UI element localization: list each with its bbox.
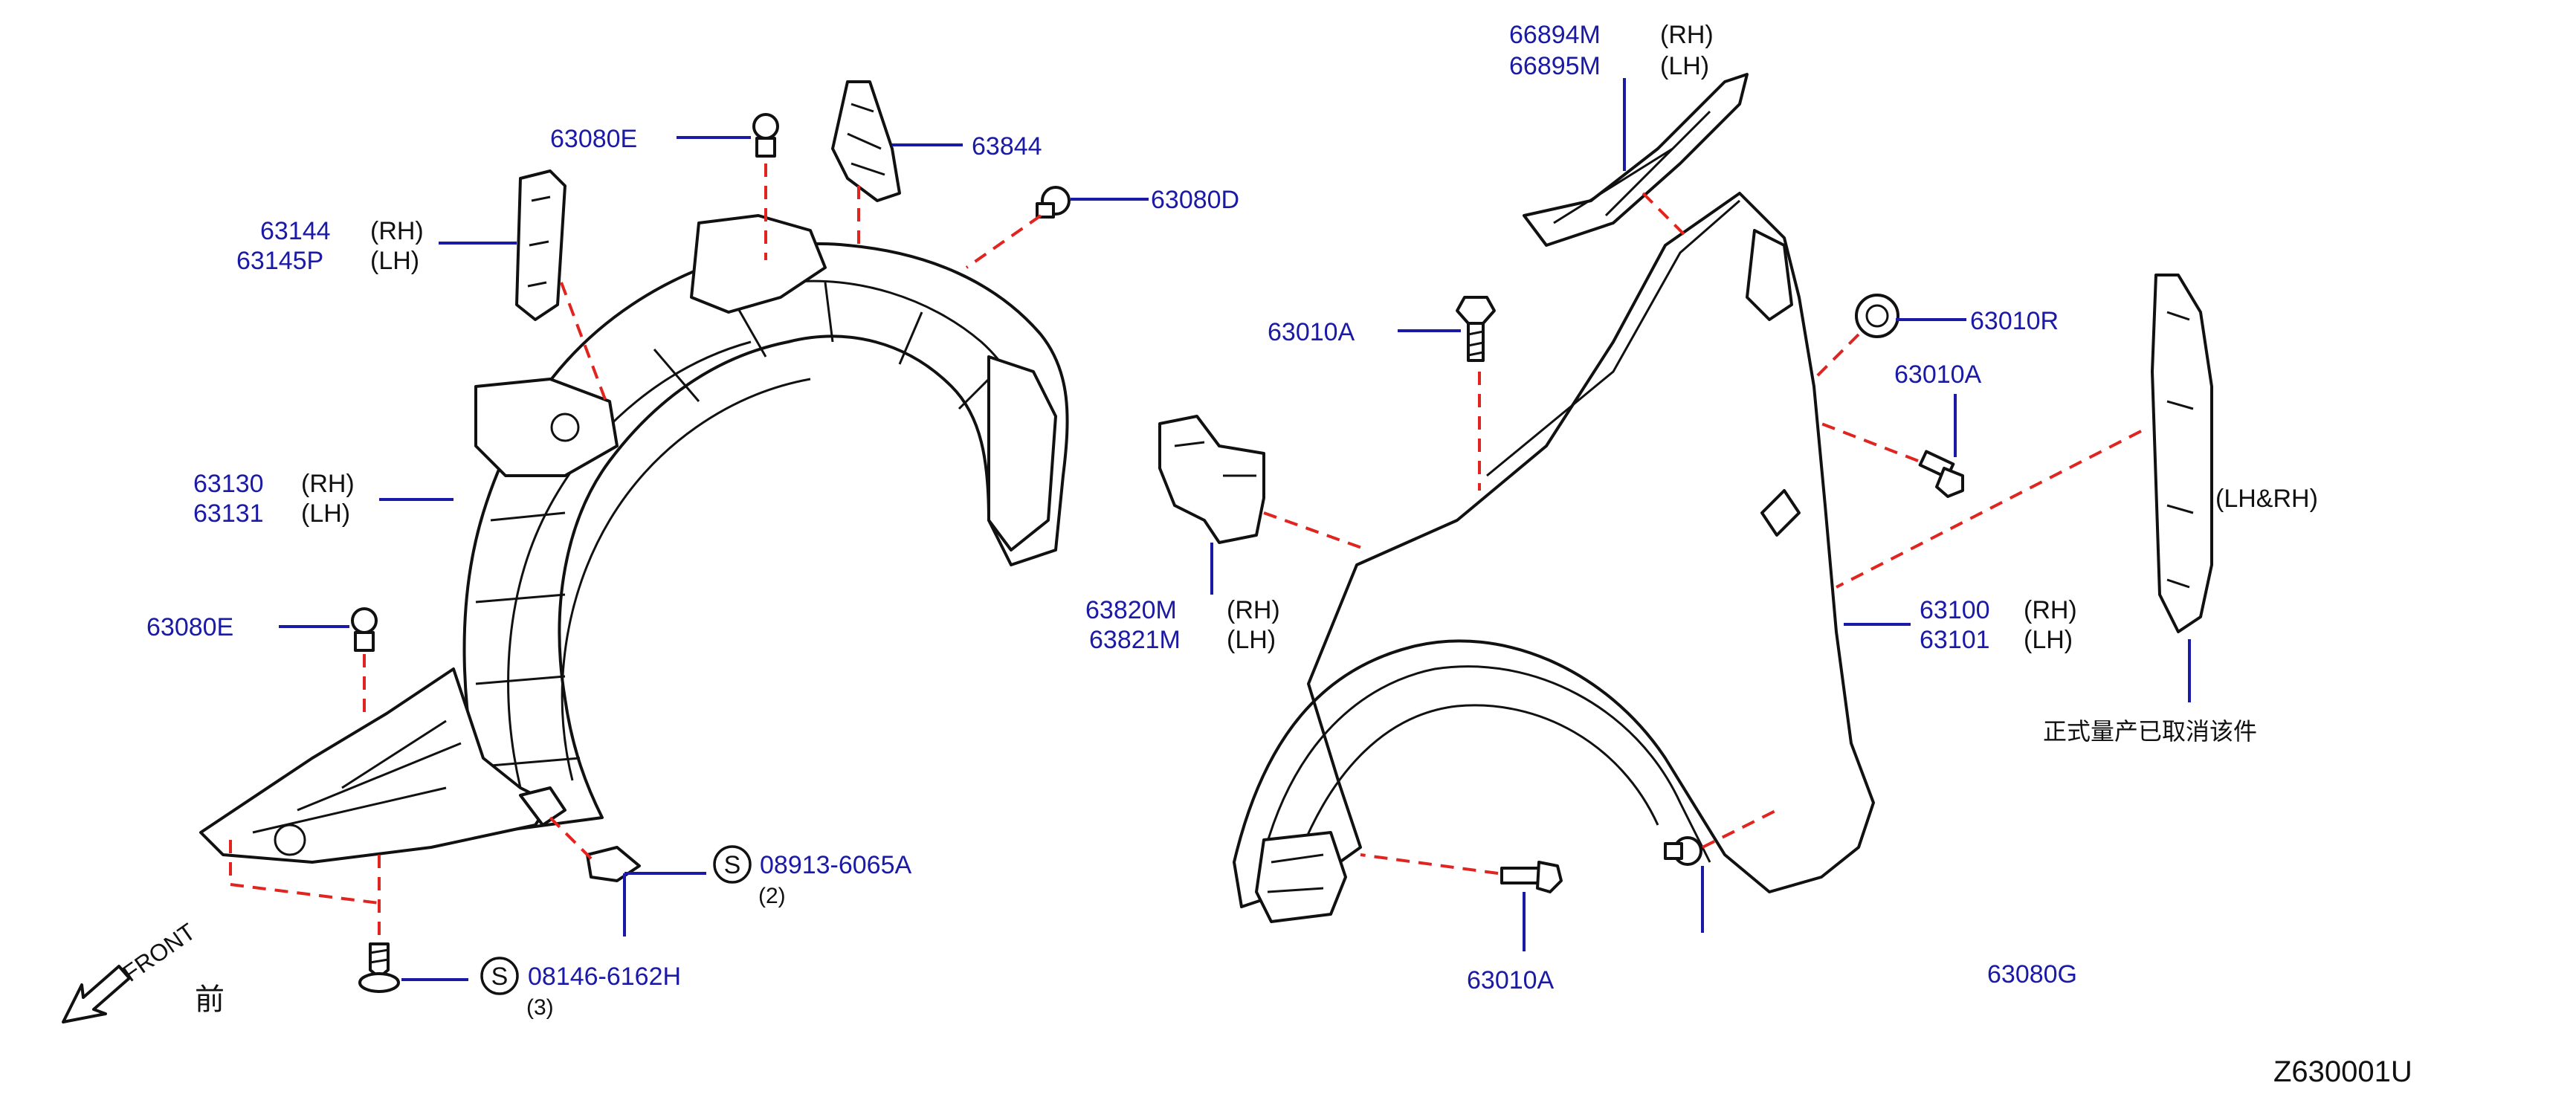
callout-63131[interactable]: 63131 <box>193 499 264 528</box>
callout-63080g[interactable]: 63080G <box>1987 960 2077 989</box>
bracket-63144-drawing <box>515 169 566 321</box>
bracket-63820m-drawing <box>1158 415 1265 544</box>
callout-63010a-bottom[interactable]: 63010A <box>1467 966 1555 994</box>
callout-63100[interactable]: 63100 <box>1920 596 1990 624</box>
front-arrow-icon <box>62 965 131 1023</box>
callout-63130-side: (RH) <box>301 470 355 498</box>
clip-63080g-drawing <box>1664 836 1702 866</box>
discontinued-note: 正式量产已取消该件 <box>2043 718 2257 745</box>
clip-nut-08913-drawing <box>586 846 641 882</box>
callout-63144-side: (RH) <box>370 217 424 245</box>
callout-08913-6065a[interactable]: 08913-6065A <box>760 851 912 879</box>
callout-63010r[interactable]: 63010R <box>1970 307 2059 335</box>
finisher-66894m-drawing <box>1523 73 1749 247</box>
callout-63101-side: (LH) <box>2024 626 2073 654</box>
callout-63080e-left[interactable]: 63080E <box>146 613 233 641</box>
front-label: FRONT <box>117 918 200 987</box>
callout-08146-qty: (3) <box>526 995 554 1020</box>
callout-66894m[interactable]: 66894M <box>1509 21 1601 49</box>
diagram-code: Z630001U <box>2273 1055 2412 1088</box>
callout-63145p-side: (LH) <box>370 247 419 275</box>
callout-63100-side: (RH) <box>2024 596 2077 624</box>
callout-labels: 63080E 63844 63080D 63144 (RH) 63145P (L… <box>146 21 2318 1020</box>
clip-63080e-top-drawing <box>752 113 779 158</box>
fender-seal-drawing <box>2151 274 2213 633</box>
callout-63101[interactable]: 63101 <box>1920 626 1990 654</box>
callout-63131-side: (LH) <box>301 499 350 528</box>
callout-63080d[interactable]: 63080D <box>1151 186 1239 214</box>
s-symbol-08913 <box>713 845 752 884</box>
callout-63821m[interactable]: 63821M <box>1089 626 1181 654</box>
callout-63144[interactable]: 63144 <box>260 217 331 245</box>
callout-66894m-side: (RH) <box>1660 21 1714 49</box>
clip-63080d-drawing <box>1036 186 1071 219</box>
clip-63080e-left-drawing <box>351 607 378 652</box>
callout-63820m[interactable]: 63820M <box>1085 596 1177 624</box>
bolt-63010a-top-drawing <box>1456 296 1496 362</box>
s-symbol-08913-letter: S <box>724 851 741 879</box>
screw-08146-drawing <box>358 942 400 993</box>
bolt-63010a-bottom-drawing <box>1500 861 1563 893</box>
front-fender-drawing <box>1233 192 1875 923</box>
callout-63080e-top[interactable]: 63080E <box>550 125 637 153</box>
callout-66895m[interactable]: 66895M <box>1509 52 1601 80</box>
front-chinese-label: 前 <box>195 983 225 1016</box>
leader-lines <box>279 78 2191 981</box>
callout-08146-6162h[interactable]: 08146-6162H <box>528 963 681 991</box>
seal-63844-drawing <box>831 80 901 202</box>
callout-08913-qty: (2) <box>758 884 786 908</box>
nut-63010r-drawing <box>1855 294 1899 338</box>
bolt-63010a-right-drawing <box>1918 450 1964 498</box>
front-direction-indicator: FRONT 前 <box>62 918 225 1023</box>
callout-63820m-side: (RH) <box>1227 596 1280 624</box>
callout-63844[interactable]: 63844 <box>972 132 1042 161</box>
callout-63821m-side: (LH) <box>1227 626 1276 654</box>
callout-63010a-right[interactable]: 63010A <box>1894 360 1982 389</box>
fender-protector-drawing <box>199 214 1069 864</box>
seal-side-label: (LH&RH) <box>2215 485 2318 513</box>
s-symbol-08146-letter: S <box>491 963 509 991</box>
callout-66895m-side: (LH) <box>1660 52 1709 80</box>
callout-63130[interactable]: 63130 <box>193 470 264 498</box>
callout-63145p[interactable]: 63145P <box>236 247 323 275</box>
callout-63010a-top[interactable]: 63010A <box>1268 318 1355 346</box>
s-symbol-08146 <box>480 957 519 995</box>
